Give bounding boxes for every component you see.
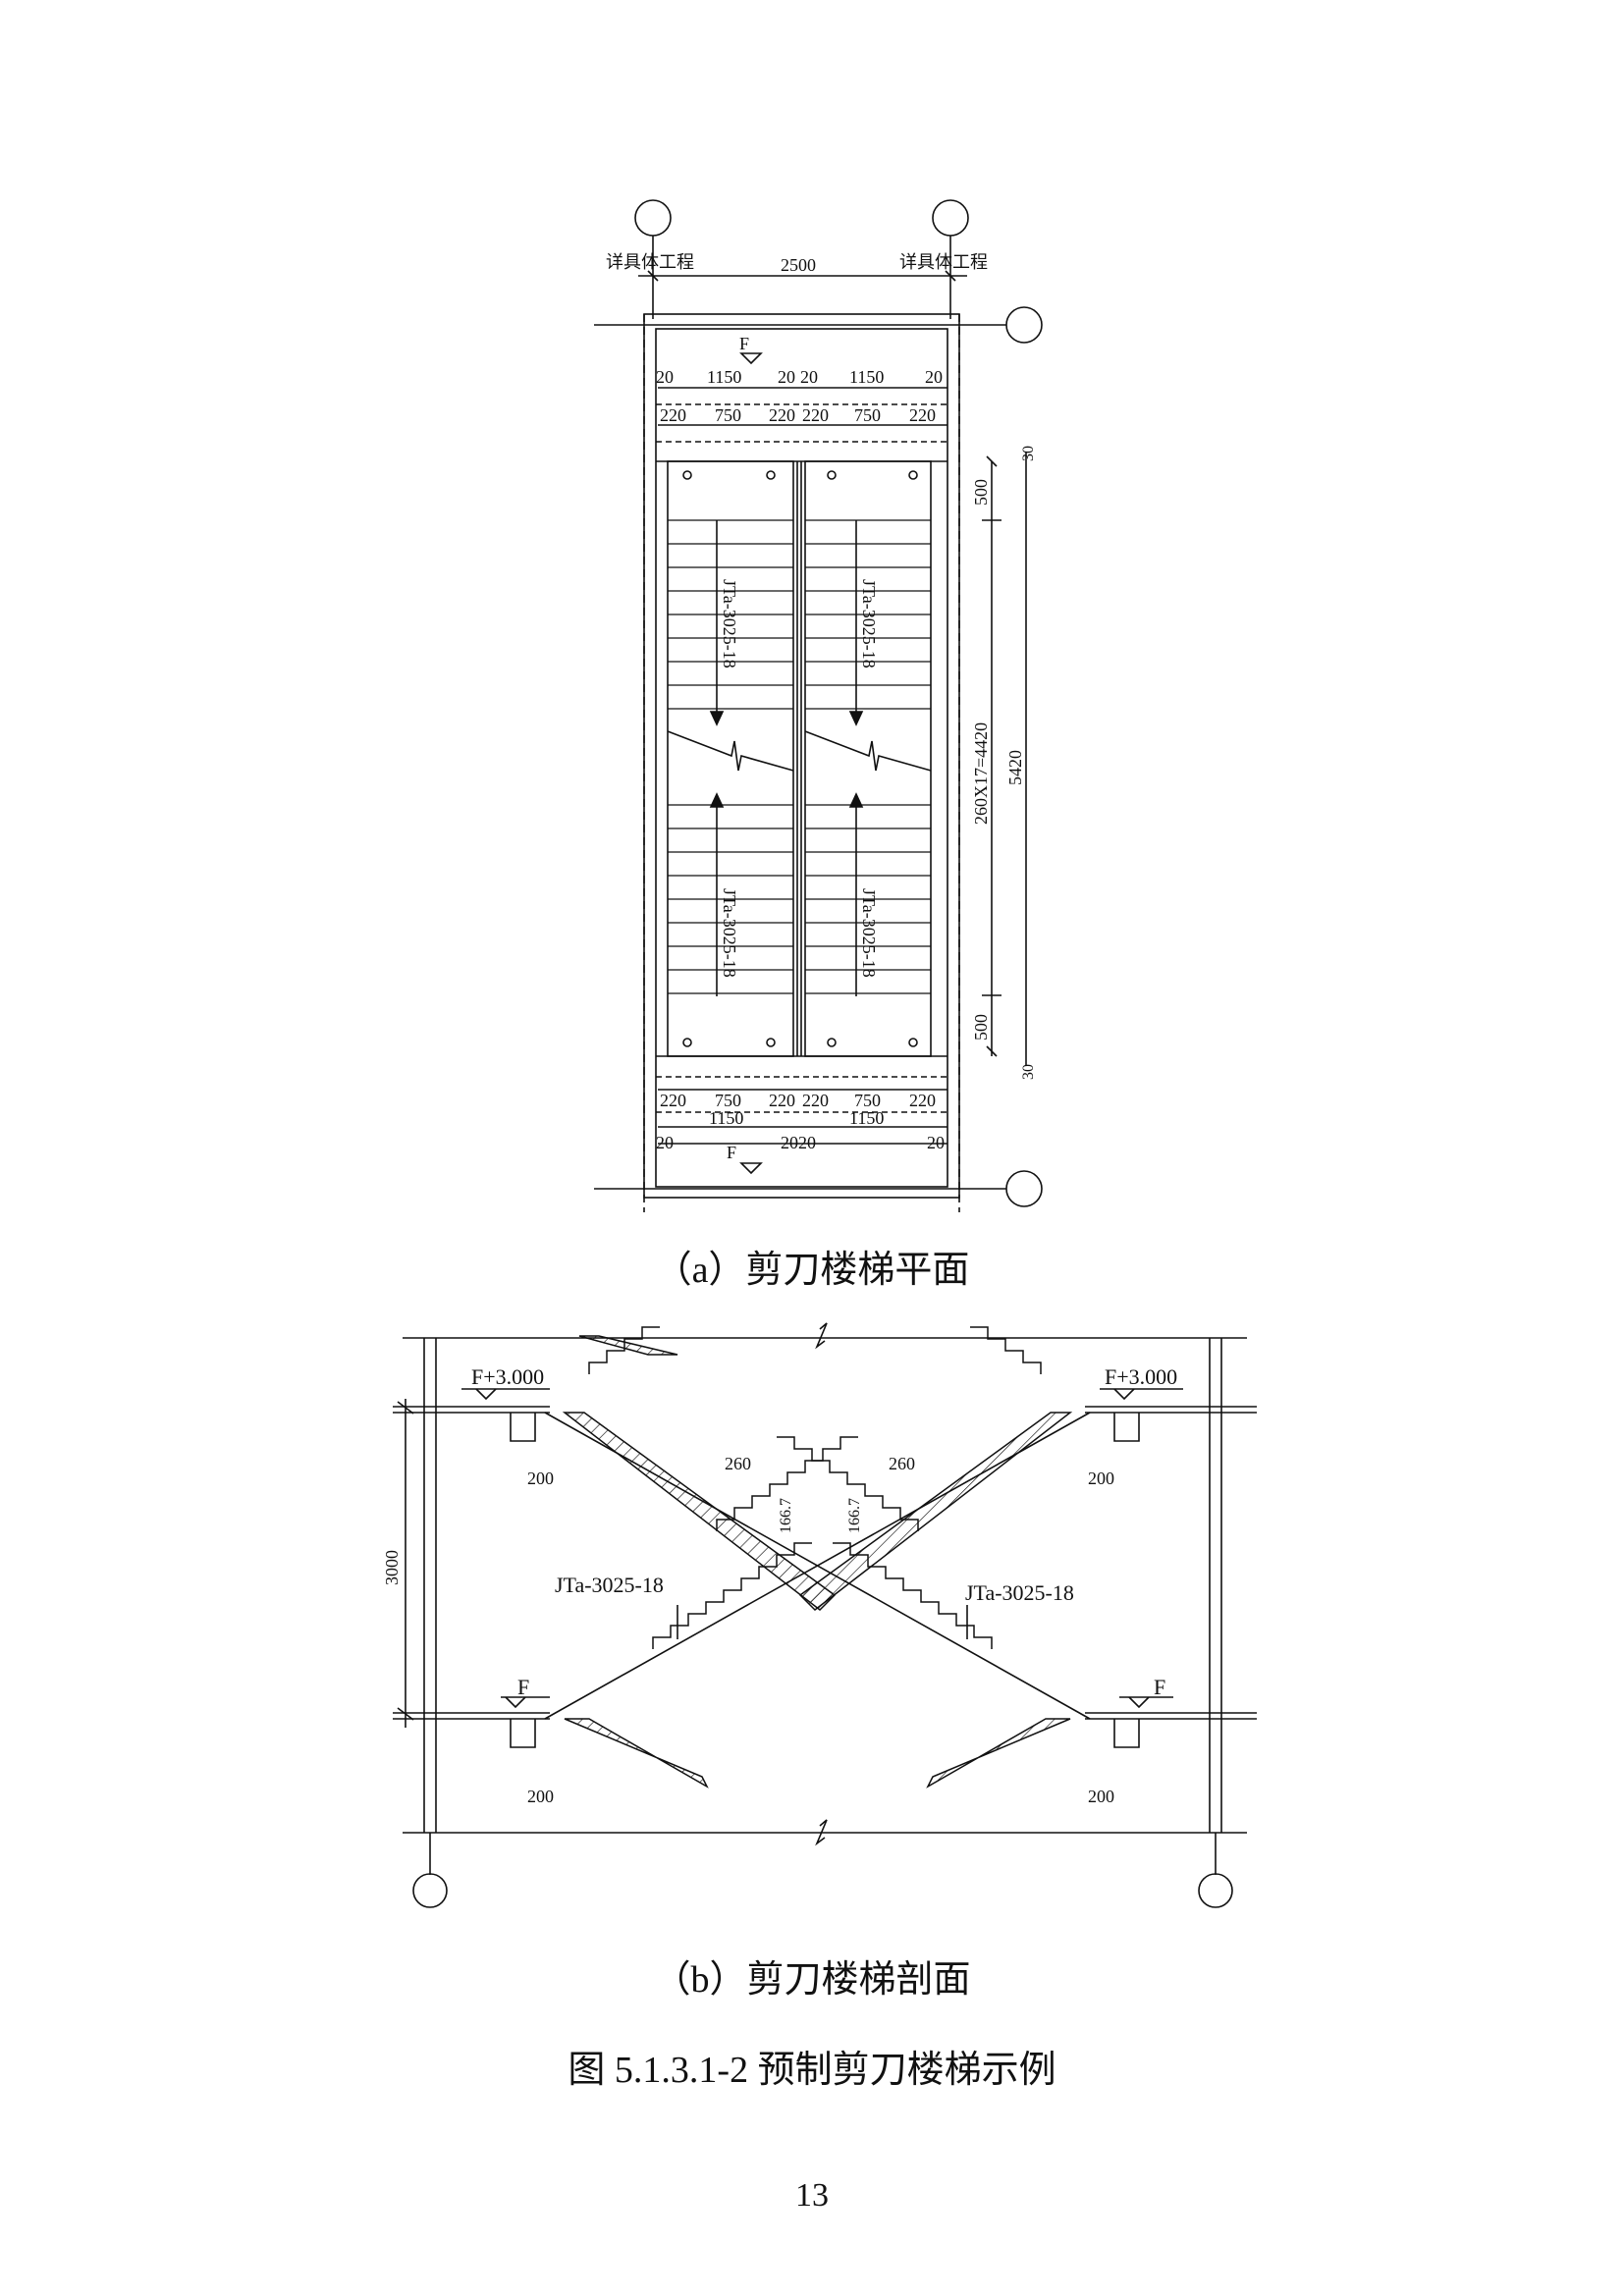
svg-text:20: 20 bbox=[778, 367, 795, 387]
svg-text:20: 20 bbox=[927, 1133, 945, 1152]
level-upper-right: F+3.000 bbox=[1105, 1364, 1177, 1389]
axis-bubble-right-lower bbox=[1005, 1170, 1043, 1207]
axis-bubble-top-left bbox=[634, 199, 672, 237]
level-lower-left: F bbox=[517, 1675, 529, 1699]
svg-text:1150: 1150 bbox=[849, 367, 884, 387]
svg-text:20: 20 bbox=[925, 367, 943, 387]
svg-text:30: 30 bbox=[1020, 1064, 1037, 1080]
svg-text:500: 500 bbox=[971, 479, 991, 506]
figure-title: 图 5.1.3.1-2 预制剪刀楼梯示例 bbox=[568, 2050, 1056, 2091]
flight-label-plan-2: JTa-3025-18 bbox=[859, 579, 879, 668]
section-caption: （b）剪刀楼梯剖面 bbox=[653, 1959, 971, 2001]
stair-section-drawing: F+3.000 F+3.000 F F 200 200 200 200 260 … bbox=[382, 1322, 1257, 1908]
dim-total-length: 5420 bbox=[1005, 750, 1025, 785]
level-lower-right: F bbox=[1154, 1675, 1165, 1699]
svg-text:750: 750 bbox=[854, 405, 881, 425]
svg-text:220: 220 bbox=[909, 405, 936, 425]
floor-mark-top: F bbox=[739, 334, 749, 353]
flight-label-plan-4: JTa-3025-18 bbox=[859, 888, 879, 978]
svg-text:30: 30 bbox=[1020, 446, 1037, 461]
axis-bubble-top-right bbox=[932, 199, 969, 237]
dim-total-width: 2500 bbox=[781, 255, 816, 275]
stair-flight-upper-right bbox=[970, 1326, 1042, 1374]
svg-text:200: 200 bbox=[1088, 1468, 1114, 1488]
svg-text:20: 20 bbox=[800, 367, 818, 387]
svg-text:220: 220 bbox=[660, 405, 686, 425]
level-upper-left: F+3.000 bbox=[471, 1364, 544, 1389]
axis-bubble-right-upper bbox=[1005, 306, 1043, 344]
dim-run: 260X17=4420 bbox=[971, 722, 991, 825]
flight-label-plan-1: JTa-3025-18 bbox=[720, 579, 739, 668]
flight-label-plan-3: JTa-3025-18 bbox=[720, 888, 739, 978]
svg-text:1150: 1150 bbox=[709, 1108, 743, 1128]
svg-text:750: 750 bbox=[715, 405, 741, 425]
svg-text:2020: 2020 bbox=[781, 1133, 816, 1152]
svg-text:220: 220 bbox=[802, 1091, 829, 1110]
svg-text:260: 260 bbox=[725, 1454, 751, 1473]
svg-text:20: 20 bbox=[656, 1133, 674, 1152]
svg-text:166.7: 166.7 bbox=[778, 1498, 794, 1533]
svg-text:750: 750 bbox=[715, 1091, 741, 1110]
floor-mark-bottom: F bbox=[727, 1143, 736, 1162]
svg-text:200: 200 bbox=[527, 1468, 554, 1488]
svg-text:200: 200 bbox=[1088, 1787, 1114, 1806]
dim-height: 3000 bbox=[382, 1550, 402, 1585]
svg-text:260: 260 bbox=[889, 1454, 915, 1473]
flight-label-section-right: JTa-3025-18 bbox=[965, 1580, 1074, 1605]
axis-bubble-bottom-right bbox=[1198, 1873, 1233, 1908]
stair-flight-mid-left bbox=[716, 1436, 858, 1531]
svg-text:166.7: 166.7 bbox=[846, 1498, 863, 1533]
note-right: 详具体工程 bbox=[899, 252, 988, 272]
axis-bubble-bottom-left bbox=[412, 1873, 448, 1908]
page-number: 13 bbox=[795, 2177, 829, 2214]
svg-text:1150: 1150 bbox=[707, 367, 741, 387]
note-left: 详具体工程 bbox=[606, 252, 694, 272]
svg-text:220: 220 bbox=[660, 1091, 686, 1110]
svg-text:220: 220 bbox=[802, 405, 829, 425]
svg-text:500: 500 bbox=[971, 1014, 991, 1041]
svg-text:220: 220 bbox=[769, 405, 795, 425]
svg-text:220: 220 bbox=[769, 1091, 795, 1110]
stair-flight-upper-left bbox=[588, 1326, 660, 1374]
stair-flight-mid-right bbox=[777, 1436, 919, 1531]
svg-text:1150: 1150 bbox=[849, 1108, 884, 1128]
stair-plan-drawing: 详具体工程 详具体工程 2500 F F 20 1150 20 20 1150 … bbox=[594, 199, 1043, 1212]
svg-text:20: 20 bbox=[656, 367, 674, 387]
flight-label-section-left: JTa-3025-18 bbox=[555, 1573, 664, 1597]
plan-caption: （a）剪刀楼梯平面 bbox=[654, 1250, 970, 1291]
svg-text:220: 220 bbox=[909, 1091, 936, 1110]
svg-text:750: 750 bbox=[854, 1091, 881, 1110]
svg-text:200: 200 bbox=[527, 1787, 554, 1806]
